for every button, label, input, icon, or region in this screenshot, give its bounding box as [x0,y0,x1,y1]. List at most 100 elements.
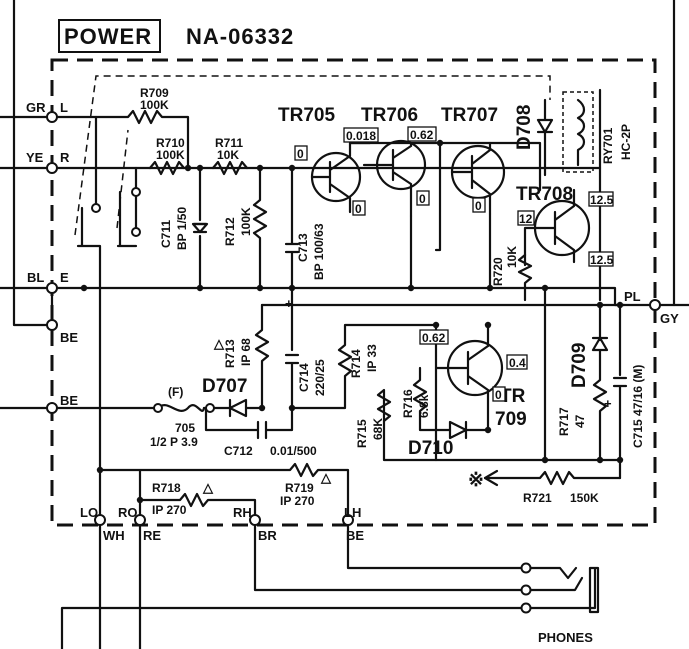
wire-phones-gnd [60,606,524,649]
wire-r718-r719 [98,462,350,520]
wire-c712 [204,406,294,440]
ry701-box [562,91,594,173]
r719-label: R719 [285,481,314,495]
switch-2 [116,166,138,248]
label-tr707: TR707 [441,105,498,126]
c714-label: C714 [297,363,311,392]
model-number: NA-06332 [186,24,294,49]
ry701-label: RY701 [601,127,615,164]
r711-value: 10K [217,148,239,162]
phones-label: PHONES [538,630,593,645]
label-lh: LH [344,505,361,520]
label-tr709b: 709 [495,409,527,430]
label-be2: BE [60,393,78,408]
svg-text:12.5: 12.5 [590,253,614,267]
label-lo: LO [80,505,98,520]
svg-text:0.018: 0.018 [346,129,376,143]
r711-label: R711 [215,136,243,150]
wire-c714 [284,286,300,410]
label-gr: GR [26,100,46,115]
r710-body [148,160,186,176]
tr-collector-bus [348,141,542,192]
r715-value: 68K [371,418,385,440]
r718-value: IP 270 [152,503,187,517]
r714-label: R714 [349,349,363,378]
svg-text:0: 0 [419,192,426,206]
title-box [58,19,161,53]
svg-text:0.62: 0.62 [410,128,434,142]
switch-linkage-2 [116,129,129,229]
ry701-coil [576,98,586,167]
c711-value: BP 1/50 [175,207,189,250]
r713-value: IP 68 [239,338,253,366]
r720-body [517,253,533,302]
wire-r716 [412,366,452,432]
d708-wire [536,98,554,177]
c714-plus: + [285,296,293,311]
label-wh: WH [103,528,125,543]
r717-value: 47 [573,414,587,428]
c713-wire [284,166,300,290]
tr708-leads [523,188,576,267]
wire-d707 [202,398,264,418]
c712-value: 0.01/500 [270,444,317,458]
f705-label: 705 [175,421,195,435]
r713-label: R713 [223,339,237,368]
d710-symbol [448,420,490,440]
r720-value: 10K [505,246,519,268]
r718-label: R718 [152,481,181,495]
d710-label: D710 [408,438,453,459]
r720-label: R720 [491,257,505,286]
r719-triangle: △ [320,470,332,485]
switch-linkage [74,75,551,236]
c713-label: C713 [296,233,310,262]
label-e: E [60,270,69,285]
left-frame [12,0,54,327]
c715-plus: + [604,396,612,411]
label-br: BR [258,528,277,543]
label-gy: GY [660,311,679,326]
label-tr709a: TR [500,386,526,407]
r710-label: R710 [156,136,185,150]
label-tr708: TR708 [516,184,573,205]
wire-rh [253,516,524,592]
svg-text:0: 0 [475,199,482,213]
phone-jack [528,566,600,614]
r710-value: 100K [156,148,185,162]
r721-value: 150K [570,491,599,505]
tr705-leads [310,141,372,214]
r721-arrow [483,469,499,487]
r712-label: R712 [223,217,237,246]
r716-label: R716 [401,389,415,418]
label-tr706: TR706 [361,105,418,126]
label-ro: RO [118,505,138,520]
r716-value: 6.8k [417,394,431,418]
label-be1: BE [60,330,78,345]
r712-value: 100K [239,207,253,236]
board-boundary [50,58,657,527]
wire-r721 [483,470,622,486]
r718-triangle: △ [202,480,214,495]
r713-triangle: △ [213,336,225,351]
f705-value: 1/2 P 3.9 [150,435,198,449]
label-re: RE [143,528,161,543]
svg-text:0.62: 0.62 [422,331,446,345]
label-be4: BE [346,528,364,543]
r709-value: 100K [140,98,169,112]
wire-r718 [138,492,257,520]
wire-r709 [94,109,190,170]
title-text: POWER [64,24,152,49]
wire-lh [346,516,524,570]
d709-label: D709 [569,343,590,388]
r719-value: IP 270 [280,494,315,508]
wire-r713 [254,303,270,410]
r709-label: R709 [140,86,169,100]
label-r: R [60,150,70,165]
svg-text:12: 12 [519,212,533,226]
tr709-leads [434,323,490,462]
r715-label: R715 [355,419,369,448]
c711-diode [191,222,209,234]
label-ye: YE [26,150,44,165]
c712-label: C712 [224,444,253,458]
